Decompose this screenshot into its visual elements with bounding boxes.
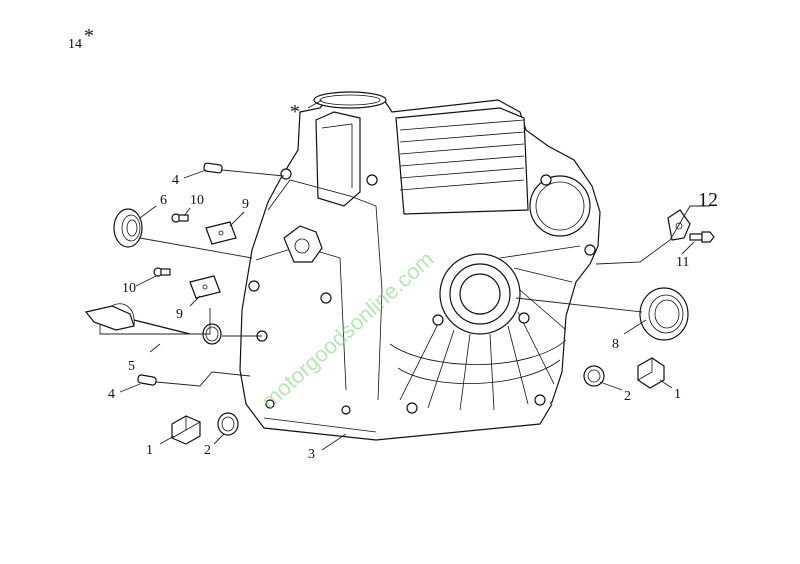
dowel-pin-upper [203, 162, 223, 174]
callout-1-left: 1 [146, 443, 153, 458]
washer-left [217, 412, 239, 436]
callout-9-upper: 9 [242, 197, 249, 212]
drain-plug-right [637, 357, 665, 389]
crankcase-body [239, 91, 601, 441]
callout-9-lower: 9 [176, 307, 183, 322]
oil-dipstick [84, 303, 191, 335]
bolt-upper [171, 213, 189, 223]
washer-right [583, 365, 605, 387]
oil-seal-left [113, 208, 143, 248]
bolt-right [689, 231, 715, 243]
leader-lines [99, 99, 710, 451]
callout-11: 11 [676, 255, 689, 270]
callout-6: 6 [160, 193, 167, 208]
bolt-lower [153, 267, 171, 277]
top-asterisk: * [290, 101, 300, 123]
callout-10-upper: 10 [190, 193, 204, 208]
callout-2-right: 2 [624, 389, 631, 404]
retaining-plate-lower [189, 275, 221, 299]
corner-asterisk: * [84, 25, 94, 47]
callout-2-left: 2 [204, 443, 211, 458]
callout-12: 12 [698, 189, 718, 211]
callout-1-right: 1 [674, 387, 681, 402]
callout-4-lower: 4 [108, 387, 115, 402]
oil-seal-right [639, 287, 689, 341]
callout-3: 3 [308, 447, 315, 462]
callout-8: 8 [612, 337, 619, 352]
retaining-plate-upper [205, 221, 237, 245]
callout-5: 5 [128, 359, 135, 374]
callout-10-lower: 10 [122, 281, 136, 296]
drain-plug-left [171, 415, 201, 445]
dowel-pin-lower [137, 374, 157, 386]
callout-4-upper: 4 [172, 173, 179, 188]
corner-label: 14 [68, 37, 82, 52]
